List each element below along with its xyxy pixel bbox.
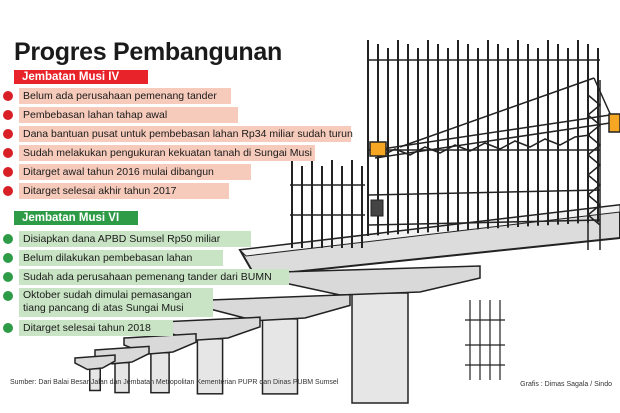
item-label: Belum ada perusahaan pemenang tander <box>19 88 231 104</box>
page-title: Progres Pembangunan <box>14 38 282 66</box>
red-bullet-icon <box>3 167 13 177</box>
tower-crane <box>374 77 613 250</box>
pier <box>74 354 116 392</box>
green-bullet-icon <box>3 323 13 333</box>
item-label: Pembebasan lahan tahap awal <box>19 107 238 123</box>
pier-column <box>150 351 170 394</box>
pier-head <box>279 265 481 296</box>
red-bullet-icon <box>3 129 13 139</box>
red-bullet-icon <box>3 148 13 158</box>
pier-column <box>196 338 224 395</box>
item-label: Ditarget awal tahun 2016 mulai dibangun <box>19 164 251 180</box>
pier-column <box>351 292 409 404</box>
source-caption: Sumber: Dari Balai Besar Jalan dan Jemba… <box>10 379 339 386</box>
item-label: Ditarget selesai tahun 2018 <box>19 320 173 336</box>
bridge-piers <box>74 265 481 404</box>
item-label: Sudah melakukan pengukuran kekuatan tana… <box>19 145 315 161</box>
item-label: Belum dilakukan pembebasan lahan <box>19 250 223 266</box>
crane-hook-block <box>369 141 387 157</box>
green-bullet-icon <box>3 291 13 301</box>
item-label: Disiapkan dana APBD Sumsel Rp50 miliar <box>19 231 251 247</box>
pier-column <box>261 318 299 395</box>
pier-head <box>74 354 116 371</box>
green-bullet-icon <box>3 234 13 244</box>
item-label: Dana bantuan pusat untuk pembebasan laha… <box>19 126 353 142</box>
green-bullet-icon <box>3 253 13 263</box>
crane-load <box>370 199 384 217</box>
red-bullet-icon <box>3 186 13 196</box>
pier <box>209 293 351 395</box>
item-label: Oktober sudah dimulai pemasangan tiang p… <box>19 288 213 317</box>
section-header-musi-vi: Jembatan Musi VI <box>14 211 138 225</box>
item-label: Ditarget selesai akhir tahun 2017 <box>19 183 229 199</box>
section-header-musi-iv: Jembatan Musi IV <box>14 70 148 84</box>
item-label: Sudah ada perusahaan pemenang tander dar… <box>19 269 289 285</box>
bridge-deck-top <box>238 204 620 257</box>
green-bullet-icon <box>3 272 13 282</box>
pier <box>279 265 481 404</box>
red-bullet-icon <box>3 110 13 120</box>
pier-head <box>209 293 351 322</box>
rebar-ties <box>290 59 601 226</box>
pier-column <box>114 361 130 394</box>
graphic-credit: Grafis : Dimas Sagala / Sindo <box>520 381 612 388</box>
pier-rebars <box>465 300 505 380</box>
red-bullet-icon <box>3 91 13 101</box>
crane-cab <box>608 113 620 133</box>
